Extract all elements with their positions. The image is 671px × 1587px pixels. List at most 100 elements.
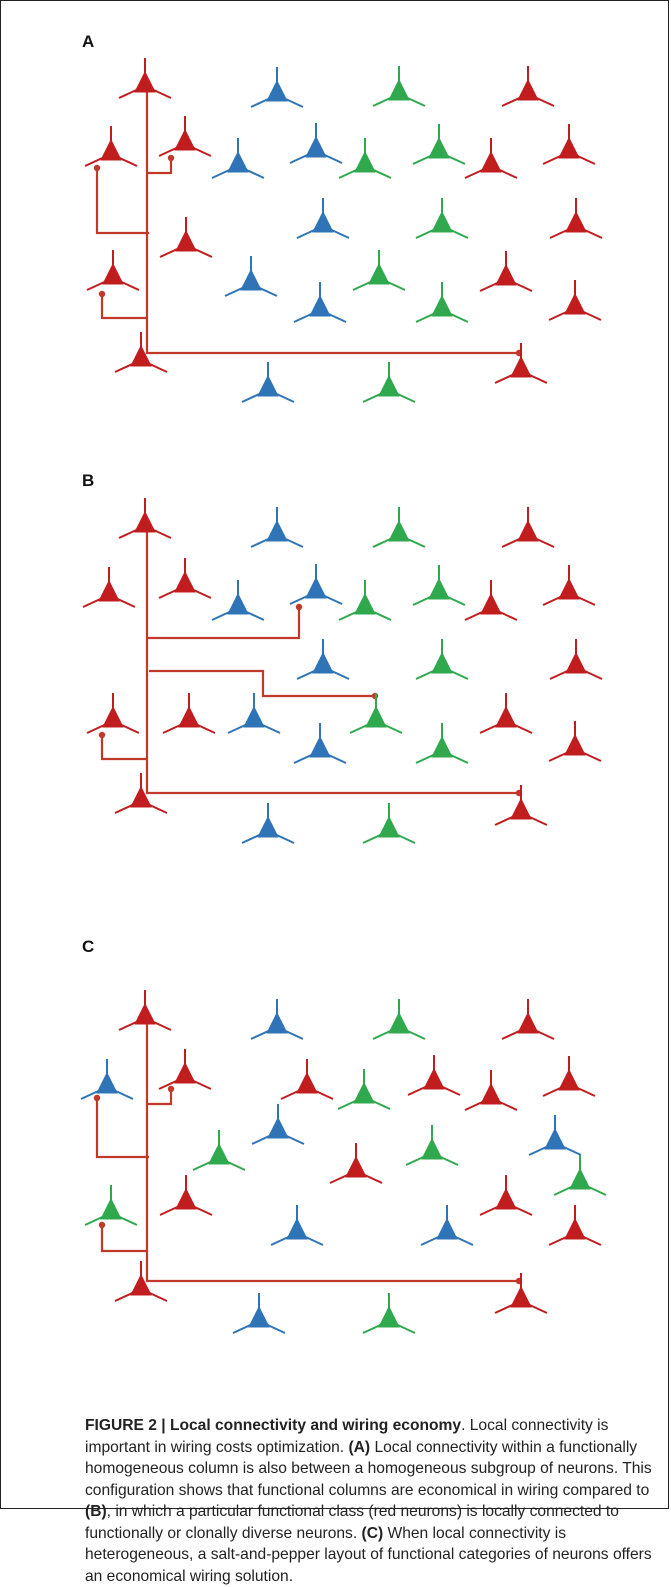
red-neuron xyxy=(494,343,548,384)
green-neuron xyxy=(372,507,426,548)
red-neuron xyxy=(84,126,138,167)
panel-b-diagram xyxy=(82,498,603,844)
axon-0 xyxy=(145,86,519,355)
synaptic-terminal-2 xyxy=(93,1094,101,1102)
red-neuron xyxy=(542,124,596,165)
red-neuron xyxy=(542,1056,596,1097)
green-neuron xyxy=(84,1185,138,1226)
green-neuron xyxy=(412,565,466,606)
panel-c-diagram xyxy=(80,990,607,1334)
blue-neuron xyxy=(251,1104,305,1145)
red-neuron xyxy=(114,1261,168,1302)
axon-3 xyxy=(100,1225,147,1253)
red-neuron xyxy=(479,1175,533,1216)
red-neuron xyxy=(114,332,168,373)
red-neuron xyxy=(114,773,168,814)
blue-neuron xyxy=(211,138,265,179)
red-neuron xyxy=(82,567,136,608)
green-neuron xyxy=(415,198,469,239)
caption-a-label: (A) xyxy=(348,1438,371,1456)
red-neuron xyxy=(158,116,212,157)
axon-1 xyxy=(147,607,301,640)
green-neuron xyxy=(352,250,406,291)
green-neuron xyxy=(372,999,426,1040)
red-neuron xyxy=(86,250,140,291)
synaptic-terminal-1 xyxy=(167,154,175,162)
red-neuron xyxy=(494,785,548,826)
red-neuron xyxy=(280,1059,334,1100)
red-neuron xyxy=(158,1049,212,1090)
green-neuron xyxy=(338,580,392,621)
synaptic-terminal-3 xyxy=(98,1221,106,1229)
synaptic-terminal-3 xyxy=(98,290,106,298)
axon-3 xyxy=(100,735,147,761)
green-neuron xyxy=(338,138,392,179)
blue-neuron xyxy=(211,580,265,621)
red-neuron xyxy=(549,639,603,680)
synaptic-terminal-1 xyxy=(295,603,303,611)
green-neuron xyxy=(415,639,469,680)
red-neuron xyxy=(159,1175,213,1216)
blue-neuron xyxy=(270,1205,324,1246)
blue-neuron xyxy=(241,803,295,844)
red-neuron xyxy=(501,66,555,107)
red-neuron xyxy=(542,565,596,606)
blue-neuron xyxy=(250,67,304,108)
blue-neuron xyxy=(296,198,350,239)
green-neuron xyxy=(405,1125,459,1166)
figure-caption: FIGURE 2 | Local connectivity and wiring… xyxy=(85,1415,655,1587)
red-neuron xyxy=(407,1055,461,1096)
axon-0 xyxy=(145,526,519,795)
blue-neuron xyxy=(528,1115,582,1156)
blue-neuron xyxy=(250,999,304,1040)
caption-c-label: (C) xyxy=(361,1524,384,1542)
blue-neuron xyxy=(289,123,343,164)
red-neuron xyxy=(329,1143,383,1184)
blue-neuron xyxy=(293,723,347,764)
green-neuron xyxy=(553,1155,607,1196)
green-neuron xyxy=(372,66,426,107)
blue-neuron xyxy=(241,362,295,403)
green-neuron xyxy=(362,1293,416,1334)
red-neuron xyxy=(159,217,213,258)
green-neuron xyxy=(415,723,469,764)
blue-neuron xyxy=(227,693,281,734)
caption-intro: . Local connectivity is important in wir… xyxy=(85,1417,609,1456)
red-neuron xyxy=(158,558,212,599)
green-neuron xyxy=(362,803,416,844)
panel-a-label: A xyxy=(82,32,95,51)
red-neuron xyxy=(479,251,533,292)
blue-neuron xyxy=(224,256,278,297)
red-neuron xyxy=(501,999,555,1040)
axon-3 xyxy=(100,294,147,320)
blue-neuron xyxy=(80,1059,134,1100)
panel-b-label: B xyxy=(82,471,95,490)
caption-figure-label: FIGURE 2 | Local connectivity and wiring… xyxy=(85,1417,462,1434)
axon-0 xyxy=(145,1018,519,1283)
red-neuron xyxy=(464,580,518,621)
caption-b-label: (B) xyxy=(85,1503,107,1520)
green-neuron xyxy=(349,693,403,734)
red-neuron xyxy=(86,693,140,734)
red-neuron xyxy=(118,990,172,1031)
synaptic-terminal-3 xyxy=(98,731,106,739)
green-neuron xyxy=(415,282,469,323)
caption-a-text: Local connectivity within a functionally… xyxy=(85,1438,652,1499)
blue-neuron xyxy=(232,1293,286,1334)
blue-neuron xyxy=(420,1205,474,1246)
axon-2 xyxy=(95,168,149,235)
red-neuron xyxy=(549,198,603,239)
red-neuron xyxy=(548,1205,602,1246)
synaptic-terminal-2 xyxy=(93,164,101,172)
red-neuron xyxy=(118,498,172,539)
red-neuron xyxy=(548,721,602,762)
axon-1 xyxy=(147,158,173,175)
green-neuron xyxy=(192,1130,246,1171)
axon-2 xyxy=(95,1098,149,1159)
red-neuron xyxy=(479,693,533,734)
red-neuron xyxy=(464,1070,518,1111)
green-neuron xyxy=(412,124,466,165)
red-neuron xyxy=(162,693,216,734)
red-neuron xyxy=(501,507,555,548)
